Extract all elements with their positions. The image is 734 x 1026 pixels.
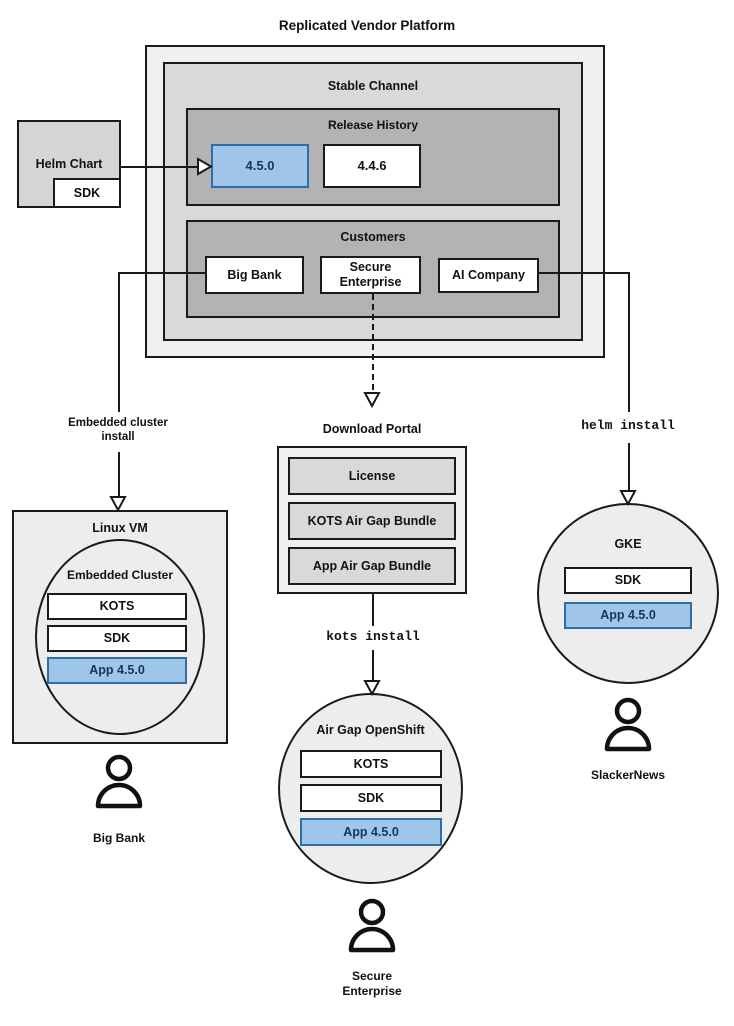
gke-title: GKE (614, 537, 642, 551)
download-portal-title: Download Portal (322, 422, 422, 436)
helm-chart-label: Helm Chart (35, 157, 103, 171)
edge-helm-to-release (121, 166, 204, 168)
edge-bigbank-horizontal (118, 272, 206, 274)
actor-secure-enterprise-icon (343, 898, 401, 956)
linux-vm-component-app[interactable]: App 4.5.0 (47, 657, 187, 684)
customer-big-bank[interactable]: Big Bank (205, 256, 304, 294)
embedded-cluster-title: Embedded Cluster (66, 568, 174, 582)
customer-secure-enterprise[interactable]: Secure Enterprise (320, 256, 421, 294)
actor-big-bank-icon (90, 754, 148, 812)
actor-slackernews-icon (599, 697, 657, 755)
gke-component-sdk[interactable]: SDK (564, 567, 692, 594)
release-history-title: Release History (327, 118, 419, 132)
customer-ai-company[interactable]: AI Company (438, 258, 539, 293)
edge-label-kots-install: kots install (326, 629, 420, 644)
linux-vm-component-sdk[interactable]: SDK (47, 625, 187, 652)
edge-bigbank-vertical-bottom (118, 452, 120, 504)
page-title: Replicated Vendor Platform (278, 18, 456, 33)
download-portal-artifact-app-air-gap-bundle[interactable]: App Air Gap Bundle (288, 547, 456, 585)
download-portal-artifact-license[interactable]: License (288, 457, 456, 495)
openshift-component-app[interactable]: App 4.5.0 (300, 818, 442, 846)
edge-aicompany-horizontal (538, 272, 629, 274)
edge-aicompany-vertical-top (628, 272, 630, 412)
edge-label-helm-install: helm install (581, 418, 675, 433)
stable-channel-title: Stable Channel (327, 79, 419, 93)
release-4-4-6[interactable]: 4.4.6 (323, 144, 421, 188)
air-gap-openshift-title: Air Gap OpenShift (316, 723, 425, 737)
edge-aicompany-vertical-bottom (628, 443, 630, 498)
edge-portal-to-openshift-bottom (372, 650, 374, 692)
linux-vm-component-kots[interactable]: KOTS (47, 593, 187, 620)
download-portal-artifact-kots-air-gap-bundle[interactable]: KOTS Air Gap Bundle (288, 502, 456, 540)
openshift-component-sdk[interactable]: SDK (300, 784, 442, 812)
edge-portal-to-openshift-top (372, 594, 374, 626)
edge-label-embedded-cluster-install: Embedded cluster install (68, 417, 168, 444)
linux-vm-title: Linux VM (92, 521, 148, 535)
customers-title: Customers (340, 230, 406, 244)
gke-component-app[interactable]: App 4.5.0 (564, 602, 692, 629)
helm-chart-sdk-box[interactable]: SDK (53, 178, 121, 208)
actor-big-bank-label: Big Bank (92, 831, 145, 845)
release-4-5-0[interactable]: 4.5.0 (211, 144, 309, 188)
actor-secure-enterprise-label: Secure Enterprise (342, 969, 402, 998)
openshift-component-kots[interactable]: KOTS (300, 750, 442, 778)
edge-bigbank-vertical-top (118, 272, 120, 412)
edge-secure-enterprise-dashed (372, 294, 374, 400)
actor-slackernews-label: SlackerNews (590, 768, 666, 782)
